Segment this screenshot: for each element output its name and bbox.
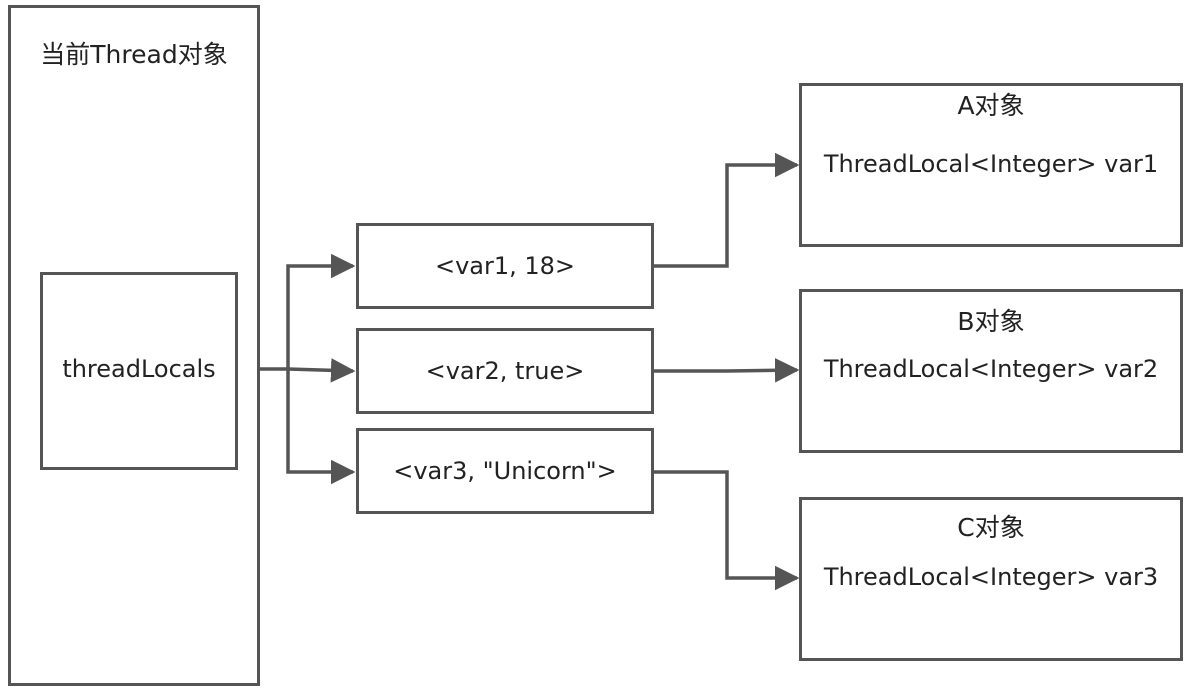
thread-object-title: 当前Thread对象 <box>40 40 228 69</box>
entry-label-3: <var3, "Unicorn"> <box>393 457 617 485</box>
arrow-entry-1-to-object-a <box>654 152 800 268</box>
object-b-box <box>799 289 1183 453</box>
arrow-entry-3-to-object-c <box>654 470 800 591</box>
arrow-entry-2-to-object-b <box>654 358 800 383</box>
object-c-field: ThreadLocal<Integer> var3 <box>823 563 1159 591</box>
arrow-threadlocals-to-entry-3 <box>286 369 356 485</box>
entry-box-2 <box>356 328 654 414</box>
object-c-box <box>799 497 1183 661</box>
object-b-field: ThreadLocal<Integer> var2 <box>823 355 1159 383</box>
entry-label-1: <var1, 18> <box>434 252 576 280</box>
object-a-box <box>799 83 1183 247</box>
object-a-field: ThreadLocal<Integer> var1 <box>823 150 1159 178</box>
threadlocals-field-label: threadLocals <box>62 355 216 383</box>
object-b-title: B对象 <box>957 307 1025 336</box>
entry-label-2: <var2, true> <box>425 357 585 385</box>
object-c-title: C对象 <box>957 513 1025 542</box>
arrow-threadlocals-to-entry-1 <box>286 253 356 369</box>
object-a-title: A对象 <box>957 91 1025 120</box>
entry-box-3 <box>356 428 654 514</box>
entry-box-1 <box>356 223 654 309</box>
threadlocals-field-box <box>40 272 238 470</box>
arrow-threadlocals-to-entry-2 <box>287 358 356 383</box>
